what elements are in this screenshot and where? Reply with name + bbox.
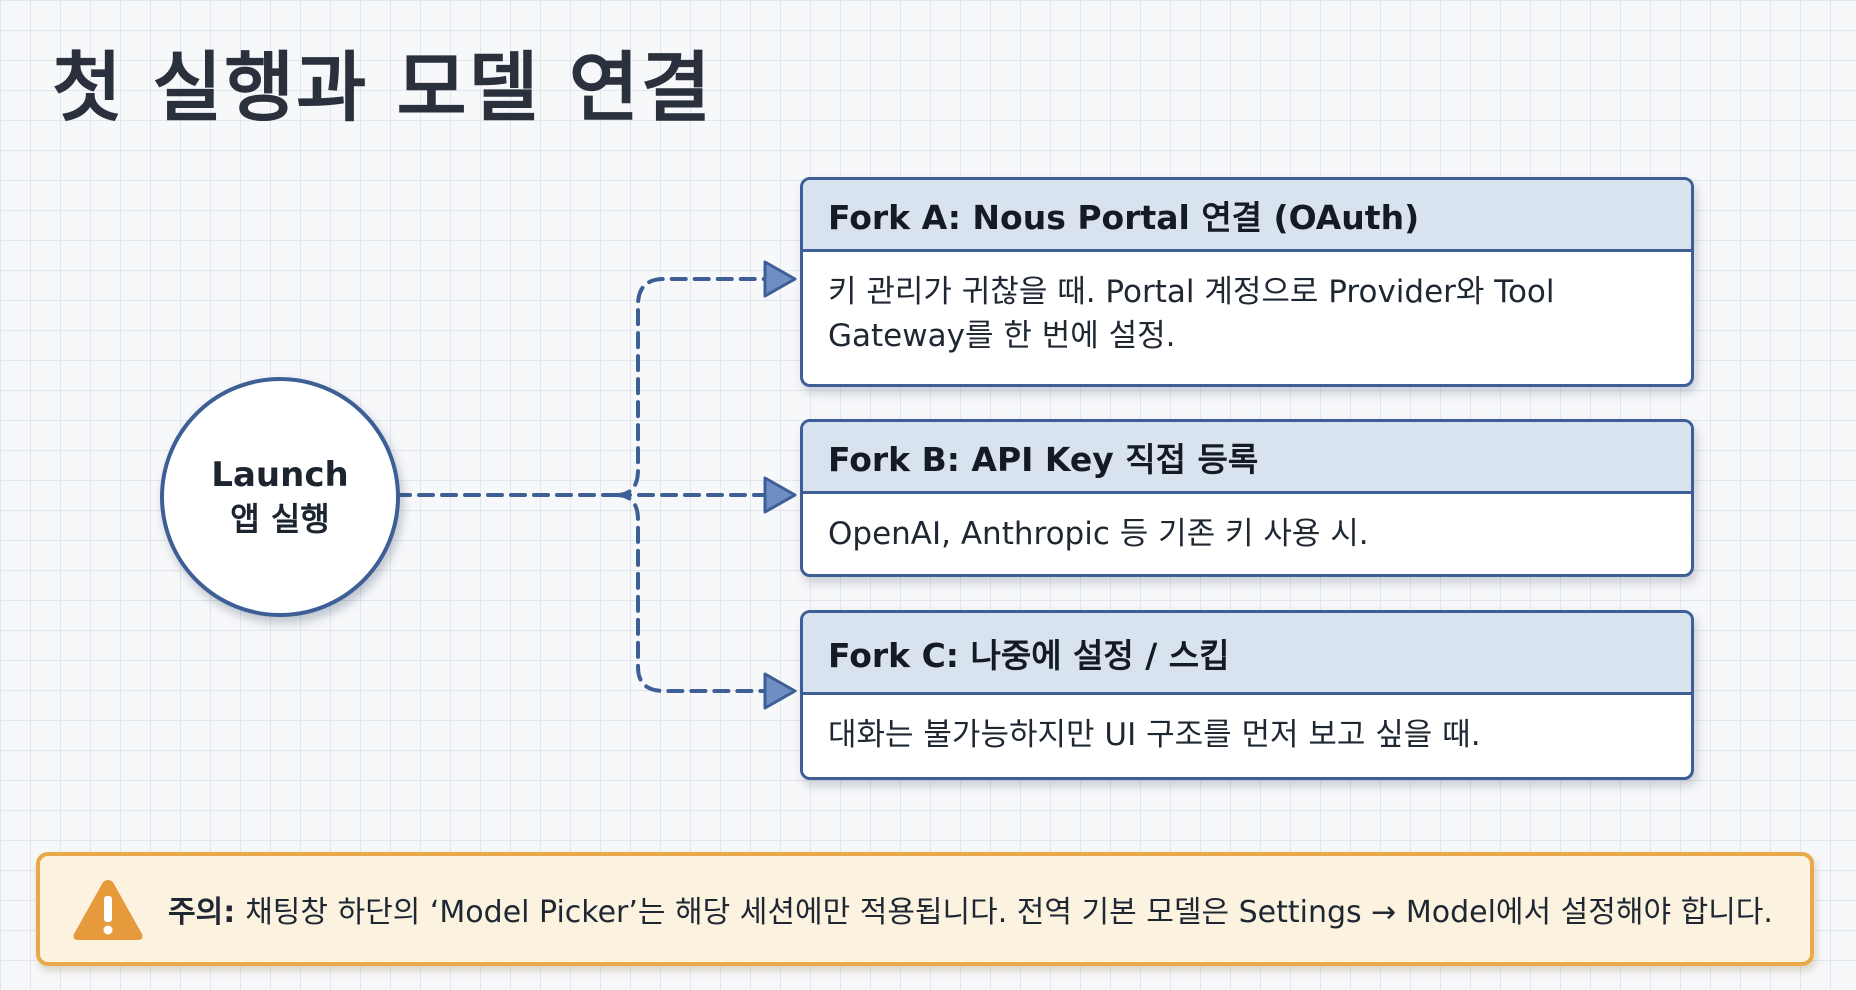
fork-a-line: 키 관리가 귀찮을 때. Portal 계정으로 Provider와 Tool — [828, 274, 1555, 310]
page-title: 첫 실행과 모델 연결 — [52, 43, 713, 132]
connector-to-fork-a — [614, 277, 767, 497]
launch-title: Launch — [211, 455, 349, 495]
fork-c-card: Fork C: 나중에 설정 / 스킵 대화는 불가능하지만 UI 구조를 먼저… — [800, 610, 1694, 780]
fork-a-title: Fork A: Nous Portal 연결 (OAuth) — [803, 180, 1691, 252]
fork-a-card: Fork A: Nous Portal 연결 (OAuth) 키 관리가 귀찮을… — [800, 177, 1694, 387]
fork-c-title: Fork C: 나중에 설정 / 스킵 — [803, 613, 1691, 695]
warning-label: 주의: — [168, 895, 236, 930]
warning-text: 채팅창 하단의 ‘Model Picker’는 해당 세션에만 적용됩니다. 전… — [245, 895, 1773, 930]
arrowhead-fork-c — [763, 672, 797, 710]
fork-b-card: Fork B: API Key 직접 등록 OpenAI, Anthropic … — [800, 419, 1694, 577]
warning-message: 주의: 채팅창 하단의 ‘Model Picker’는 해당 세션에만 적용됩니… — [168, 856, 1773, 962]
fork-b-line: OpenAI, Anthropic 등 기존 키 사용 시. — [828, 516, 1369, 552]
fork-c-description: 대화는 불가능하지만 UI 구조를 먼저 보고 싶을 때. — [803, 695, 1691, 757]
arrowhead-fork-b — [763, 476, 797, 514]
connector-to-fork-c — [614, 493, 767, 693]
launch-node: Launch 앱 실행 — [160, 377, 400, 617]
fork-c-line: 대화는 불가능하지만 UI 구조를 먼저 보고 싶을 때. — [828, 717, 1481, 753]
fork-a-line: Gateway를 한 번에 설정. — [828, 318, 1176, 354]
fork-b-title: Fork B: API Key 직접 등록 — [803, 422, 1691, 494]
arrowhead-fork-a — [763, 260, 797, 298]
fork-b-description: OpenAI, Anthropic 등 기존 키 사용 시. — [803, 494, 1691, 556]
warning-callout: 주의: 채팅창 하단의 ‘Model Picker’는 해당 세션에만 적용됩니… — [36, 852, 1814, 966]
fork-a-description: 키 관리가 귀찮을 때. Portal 계정으로 Provider와 Tool … — [803, 252, 1691, 358]
warning-icon — [73, 880, 143, 940]
launch-subtitle: 앱 실행 — [230, 500, 330, 538]
